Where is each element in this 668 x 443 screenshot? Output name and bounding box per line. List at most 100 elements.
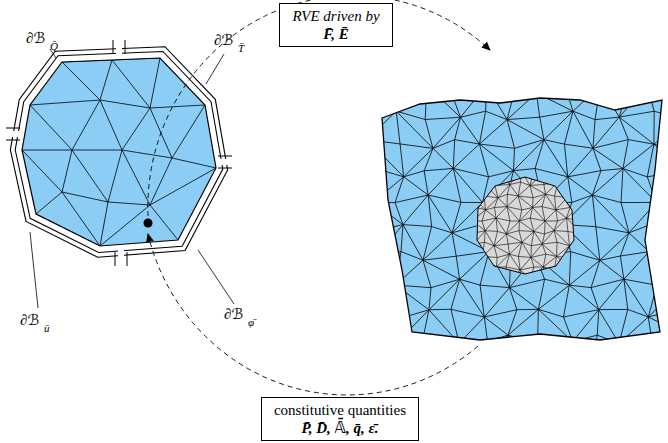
mesh-edge [508, 335, 512, 368]
mesh-edge [494, 208, 496, 218]
mesh-edge [554, 230, 568, 232]
mesh-edge [377, 256, 396, 285]
mesh-edge [508, 244, 509, 254]
mesh-edge [619, 317, 648, 343]
mesh-edge [494, 267, 496, 278]
inclusion-mesh [470, 171, 582, 281]
mesh-edge [538, 285, 569, 309]
mesh-edge [428, 168, 453, 195]
mesh-edge [569, 260, 599, 285]
mesh-edge [451, 93, 460, 117]
mesh-edge [542, 207, 545, 221]
mesh-edge [554, 270, 558, 281]
mesh-edge [558, 182, 567, 198]
mesh-edge [494, 246, 509, 254]
mesh-edge [496, 218, 510, 221]
mesh-edge [433, 140, 455, 149]
mesh-edge [398, 335, 424, 342]
mesh-edge [543, 256, 556, 266]
boundary-symbol: ∂ℬ [214, 32, 233, 48]
mesh-edge [485, 218, 496, 231]
mesh-edge [554, 267, 569, 270]
mesh-edge [472, 207, 474, 221]
mesh-edge [484, 242, 494, 245]
mesh-edge [599, 279, 624, 309]
mesh-edge [568, 267, 570, 278]
mesh-edge [592, 169, 623, 195]
mesh-edge [531, 257, 543, 266]
mesh-edge [451, 279, 460, 309]
mesh-edge [620, 233, 629, 256]
mesh-edge [485, 208, 494, 210]
mesh-edge [22, 150, 62, 192]
mesh-edge [507, 117, 540, 119]
mesh-edge [546, 254, 557, 256]
mesh-edge [396, 252, 401, 285]
boundary-bands [10, 47, 227, 258]
mesh-edge [521, 182, 530, 185]
mesh-edge [485, 85, 487, 111]
mesh-edge [423, 260, 431, 287]
mesh-edge [483, 267, 496, 281]
mesh-edge [424, 335, 433, 368]
mesh-edge [530, 185, 533, 197]
mesh-edge [522, 242, 531, 257]
mesh-edge [470, 194, 473, 206]
mesh-edge [486, 267, 496, 270]
mesh-edge [566, 257, 569, 267]
mesh-edge [591, 260, 600, 287]
mesh-edge [626, 85, 647, 93]
mesh-edge [494, 171, 496, 185]
mesh-edge [432, 227, 452, 233]
mesh-edge [495, 184, 510, 186]
mesh-edge [570, 171, 581, 174]
mesh-edge [569, 267, 578, 281]
mesh-edge [22, 150, 72, 151]
mesh-edge [100, 60, 112, 100]
text-box: constitutive quantitiesP̄, D̄, 𝔸̄, q̄, ε… [261, 397, 419, 441]
mesh-edge [543, 280, 558, 282]
mesh-edge [648, 288, 668, 317]
mesh-edge [62, 62, 100, 100]
mesh-edge [396, 85, 405, 111]
mesh-edge [472, 174, 482, 182]
mesh-edge [509, 288, 538, 310]
mesh-edge [405, 85, 427, 86]
mesh-edge [555, 171, 558, 182]
mesh-edge [429, 309, 451, 311]
mesh-edge [648, 310, 668, 317]
band-ends [6, 40, 232, 266]
mesh-edge [656, 171, 668, 203]
mesh-edge [537, 93, 540, 117]
box-symbols: P̄, D̄, 𝔸̄, q̄, ε̄. [274, 419, 406, 437]
mesh-edge [564, 111, 573, 144]
mesh-edge [579, 234, 582, 244]
mesh-edge [596, 227, 600, 261]
mesh-edge [564, 285, 570, 317]
mesh-edge [564, 144, 593, 148]
mesh-edge [621, 203, 629, 233]
mesh-edge [474, 242, 485, 244]
mesh-edge [537, 85, 565, 93]
mesh-edge [372, 93, 376, 117]
mesh-edge [460, 117, 479, 144]
mesh-edge [534, 171, 543, 174]
mesh-edge [486, 85, 516, 86]
mesh-edge [507, 93, 536, 120]
mesh-edge [62, 150, 72, 192]
mesh-edge [471, 267, 474, 281]
mesh-edge [568, 231, 582, 233]
mesh-edge [600, 86, 626, 93]
mesh-edge [495, 185, 498, 197]
mesh-edge [565, 85, 600, 86]
mesh-outline [382, 98, 662, 340]
mesh-edge [556, 207, 570, 209]
mesh-edge [624, 252, 649, 280]
mesh-edge [570, 206, 580, 208]
mesh-edge [484, 317, 487, 342]
mesh-edge [573, 111, 593, 148]
mesh-edge [530, 218, 545, 221]
mesh-edge [542, 242, 557, 244]
mesh-edge [472, 174, 473, 185]
